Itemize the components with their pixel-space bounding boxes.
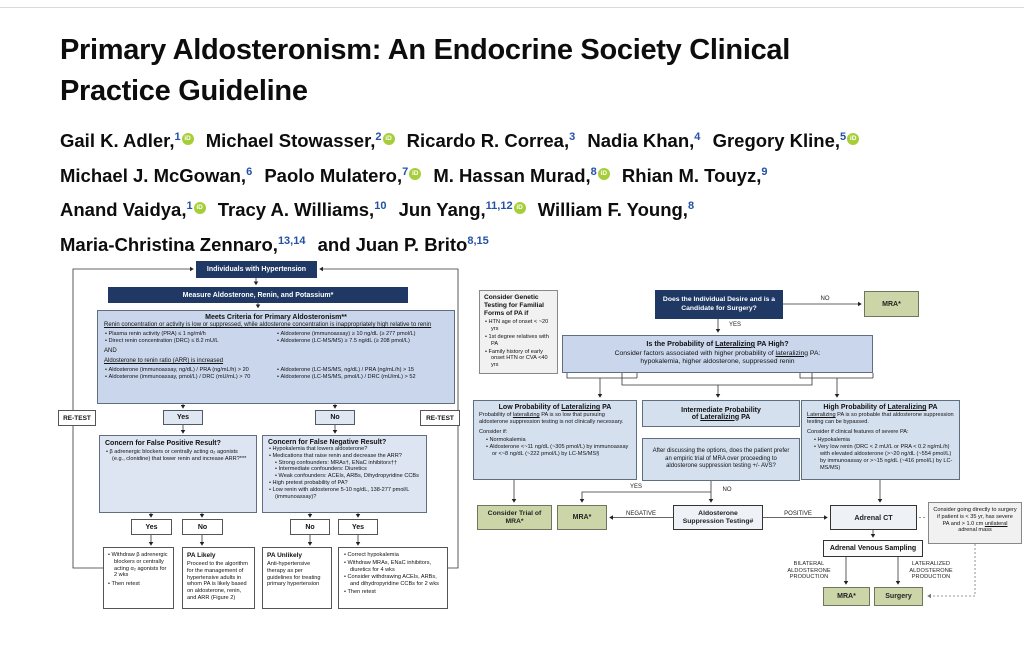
node-intermediate-probability: Intermediate Probability of Lateralizing… [642,400,800,427]
node-mra-1: MRA* [864,291,919,317]
node-pa-unlikely: PA Unlikely Anti-hypertensive therapy as… [262,547,332,609]
node-aldosterone-suppression-testing: Aldosterone Suppression Testing# [673,505,763,530]
criteria-title: Meets Criteria for Primary Aldosteronism… [205,314,347,321]
orcid-icon: iD [193,202,206,215]
author: Maria-Christina Zennaro,13,14 [60,234,306,256]
node-low-probability: Low Probability of Lateralizing PA Proba… [473,400,637,480]
node-surgery: Surgery [874,587,923,606]
criteria-rule1: Renin concentration or activity is low o… [104,322,432,328]
author: and Juan P. Brito8,15 [317,234,489,256]
author: Nadia Khan,4 [587,130,701,152]
node-yes-2: Yes [131,519,172,535]
orcid-icon: iD [513,202,526,215]
node-withdraw-blockers: Withdraw β adrenergic blockers or centra… [103,547,174,609]
node-meets-criteria: Meets Criteria for Primary Aldosteronism… [97,310,455,404]
edge-label-bilateral: BILATERAL ALDOSTERONE PRODUCTION [787,561,831,581]
criteria-and: AND [104,348,117,354]
node-pa-likely: PA Likely Proceed to the algorithm for t… [182,547,255,609]
orcid-icon: iD [181,133,194,146]
title-line-1: Primary Aldosteronism: An Endocrine Soci… [60,34,790,66]
title-line-2: Practice Guideline [60,75,308,107]
orcid-icon: iD [847,133,860,146]
top-rule [0,7,1024,8]
node-retest-left: RE-TEST [58,410,96,426]
author-line-4: Maria-Christina Zennaro,13,14 and Juan P… [60,226,990,261]
node-no-2: No [182,519,223,535]
node-after-discussing: After discussing the options, does the p… [642,438,800,481]
edge-label-negative: NEGATIVE [626,511,656,517]
author: William F. Young,8 [537,199,695,221]
figure-screening-flowchart: Individuals with Hypertension Measure Al… [58,258,462,644]
node-lateralizing-question: Is the Probability of Lateralizing PA Hi… [562,335,873,373]
orcid-icon: iD [382,133,395,146]
edge-label-no: NO [820,296,830,302]
node-consider-trial-mra: Consider Trial of MRA* [477,505,552,530]
author: Ricardo R. Correa,3 [406,130,576,152]
node-high-probability: High Probability of Lateralizing PA Late… [801,400,960,480]
edge-label-no-2: NO [722,487,732,493]
node-yes: Yes [163,410,203,425]
node-correct-hypokalemia: Correct hypokalemia Withdraw MRAs, ENaC … [338,547,448,609]
node-retest-right: RE-TEST [420,410,460,426]
paper-title: Primary Aldosteronism: An Endocrine Soci… [60,30,980,112]
node-surgery-question: Does the Individual Desire and is a Cand… [655,290,783,319]
node-adrenal-venous-sampling: Adrenal Venous Sampling [823,540,923,557]
node-false-negative: Concern for False Negative Result? Hypok… [262,435,427,513]
figure-subtyping-flowchart: Consider Genetic Testing for Familial Fo… [470,282,1024,648]
edge-label-lateralized: LATERALIZED ALDOSTERONE PRODUCTION [909,561,953,581]
node-measure-aldosterone: Measure Aldosterone, Renin, and Potassiu… [108,287,408,303]
node-individuals-hypertension: Individuals with Hypertension [196,261,317,278]
author: Michael J. McGowan,6 [60,164,253,186]
criteria-rule2: Aldosterone to renin ratio (ARR) is incr… [104,358,224,365]
node-no-3: No [290,519,330,535]
orcid-icon: iD [409,167,422,180]
flowchart-connectors [511,301,976,599]
edge-label-yes-2: YES [629,484,642,490]
node-surgery-note: Consider going directly to surgery if pa… [928,502,1022,544]
node-no: No [315,410,355,425]
node-mra-3: MRA* [823,587,870,606]
orcid-icon: iD [597,167,610,180]
author: Rhian M. Touyz,9 [621,164,768,186]
edge-label-yes: YES [728,322,741,328]
node-false-positive: Concern for False Positive Result? β adr… [99,435,257,513]
node-yes-3: Yes [338,519,378,535]
node-genetic-testing: Consider Genetic Testing for Familial Fo… [479,290,558,374]
edge-label-positive: POSITIVE [784,511,812,517]
node-adrenal-ct: Adrenal CT [830,505,917,530]
author: Tracy A. Williams,10 [217,199,387,221]
node-mra-2: MRA* [557,505,607,530]
